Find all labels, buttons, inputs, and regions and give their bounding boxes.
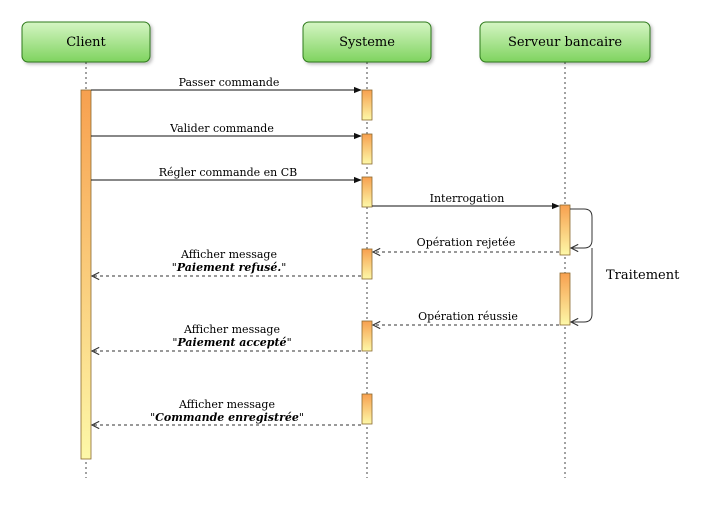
message-label: Interrogation bbox=[430, 192, 505, 205]
message-label-line2: "Commande enregistrée" bbox=[150, 411, 304, 424]
participant-systeme: Systeme bbox=[302, 21, 432, 63]
activation-serveur-2 bbox=[559, 272, 571, 326]
participant-systeme-label: Systeme bbox=[339, 35, 395, 50]
self-call-loop-2 bbox=[571, 248, 593, 322]
activation-systeme-3 bbox=[361, 176, 373, 208]
participant-serveur: Serveur bancaire bbox=[479, 21, 651, 63]
message-label: Opération réussie bbox=[418, 310, 518, 323]
message-label: Passer commande bbox=[179, 76, 280, 89]
message-label-line1: Afficher message bbox=[180, 248, 277, 261]
message-label-line2: "Paiement refusé." bbox=[172, 261, 287, 274]
activation-systeme-1 bbox=[361, 89, 373, 121]
activation-serveur-1 bbox=[559, 204, 571, 256]
message-operation-reussie: Opération réussie bbox=[373, 310, 559, 325]
message-valider-commande: Valider commande bbox=[91, 122, 362, 140]
message-label: Régler commande en CB bbox=[159, 166, 298, 179]
message-commande-enregistree: Afficher message "Commande enregistrée" bbox=[92, 398, 361, 425]
activation-client bbox=[80, 89, 92, 460]
message-passer-commande: Passer commande bbox=[91, 76, 362, 94]
activation-systeme-6 bbox=[361, 393, 373, 425]
message-paiement-accepte: Afficher message "Paiement accepté" bbox=[92, 323, 361, 351]
participant-client-label: Client bbox=[66, 35, 106, 50]
message-label: Valider commande bbox=[169, 122, 274, 135]
participant-serveur-label: Serveur bancaire bbox=[508, 35, 622, 50]
activation-systeme-5 bbox=[361, 320, 373, 352]
side-note-traitement: Traitement bbox=[606, 268, 680, 283]
message-regler-commande: Régler commande en CB bbox=[91, 166, 362, 184]
activation-systeme-4 bbox=[361, 248, 373, 280]
message-label-line1: Afficher message bbox=[178, 398, 275, 411]
message-paiement-refuse: Afficher message "Paiement refusé." bbox=[92, 248, 361, 276]
self-call-loop bbox=[570, 208, 593, 248]
message-label-line2: "Paiement accepté" bbox=[172, 336, 291, 349]
message-interrogation: Interrogation bbox=[372, 192, 560, 210]
message-label-line1: Afficher message bbox=[183, 323, 280, 336]
activation-systeme-2 bbox=[361, 133, 373, 165]
participant-client: Client bbox=[21, 21, 151, 63]
message-operation-rejetee: Opération rejetée bbox=[373, 236, 559, 252]
message-label: Opération rejetée bbox=[417, 236, 516, 249]
